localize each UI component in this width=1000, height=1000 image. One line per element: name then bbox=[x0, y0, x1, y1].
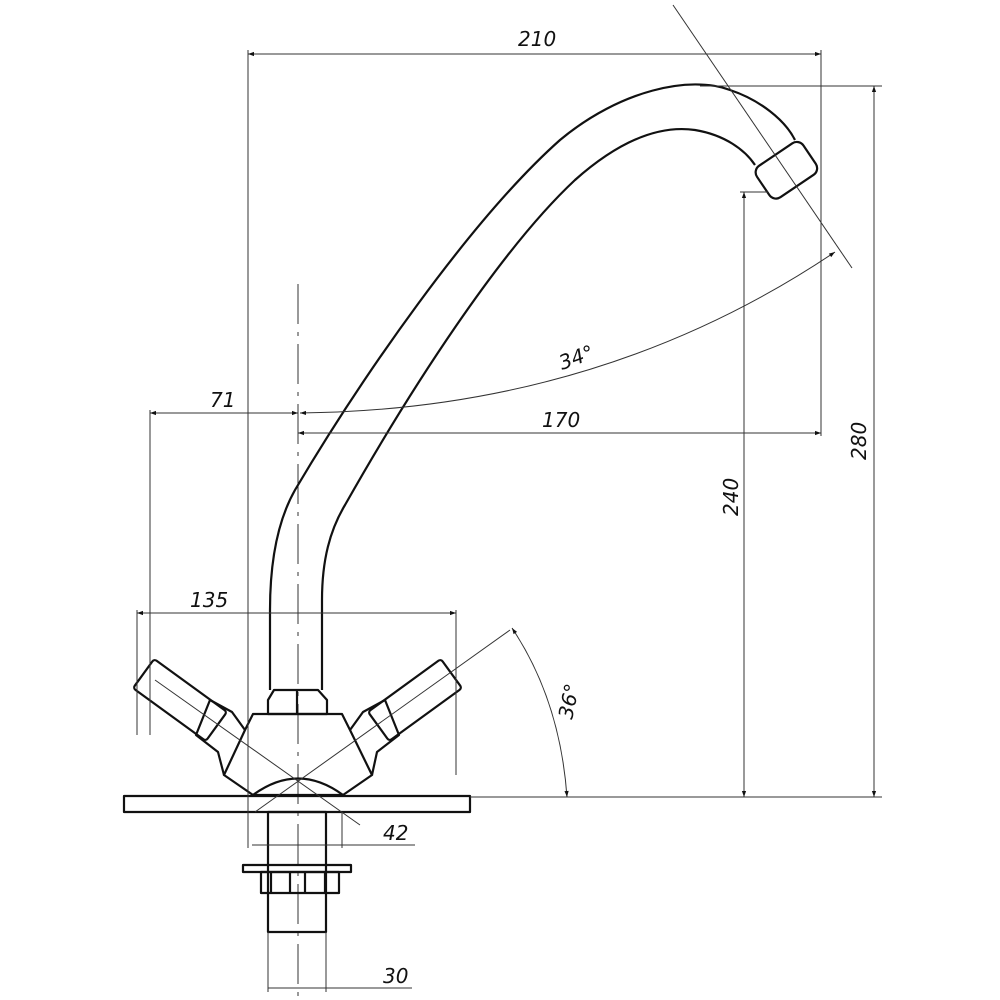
spout bbox=[268, 83, 819, 690]
dim-135-label: 135 bbox=[190, 588, 228, 612]
deck-plate bbox=[122, 794, 472, 814]
left-valve-stem bbox=[194, 698, 246, 776]
dim-arc-36 bbox=[511, 627, 569, 798]
dim-71-label: 71 bbox=[210, 388, 235, 412]
extension-lines bbox=[136, 50, 882, 992]
dim-240-label: 240 bbox=[719, 478, 743, 516]
dim-280-label: 280 bbox=[847, 422, 871, 460]
right-handle bbox=[368, 659, 462, 741]
dim-36-label: 36° bbox=[553, 681, 584, 721]
dim-42-label: 42 bbox=[383, 821, 408, 845]
mounting-nut bbox=[259, 870, 341, 895]
dim-arc-34 bbox=[299, 251, 836, 416]
aerator bbox=[754, 140, 819, 200]
left-handle bbox=[133, 659, 227, 741]
dim-210-label: 210 bbox=[518, 27, 556, 51]
right-valve-stem bbox=[349, 698, 401, 776]
dim-30-label: 30 bbox=[383, 964, 408, 988]
handle-axis-left bbox=[154, 679, 361, 826]
mounting-shank bbox=[241, 810, 353, 934]
handle-axis-right bbox=[254, 629, 511, 813]
aerator-axis bbox=[672, 4, 853, 269]
body-base-arc bbox=[252, 777, 344, 796]
dim-170-label: 170 bbox=[542, 408, 580, 432]
